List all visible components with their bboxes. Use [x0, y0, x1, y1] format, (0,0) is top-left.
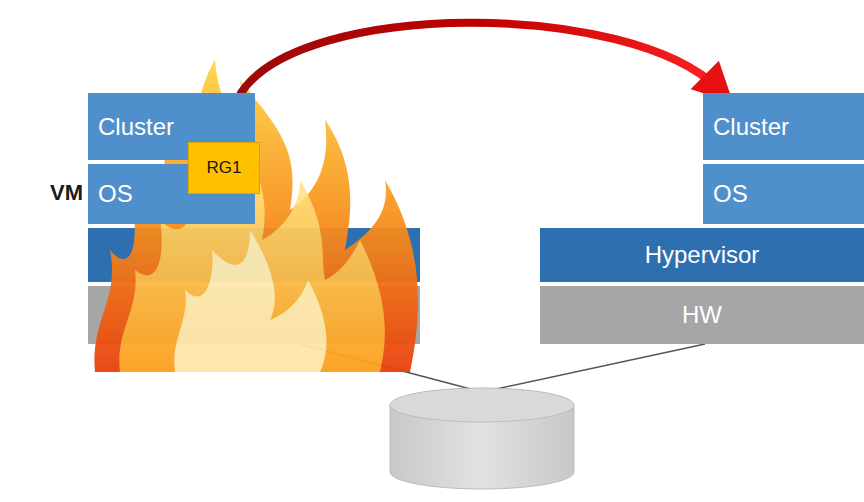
layer-name: Cluster [713, 113, 789, 141]
resource-group: RG1 [188, 142, 260, 194]
layer-name: RG1 [207, 158, 242, 178]
os-layer: OS [703, 164, 864, 224]
vm-label: VM [50, 180, 83, 206]
failover-arrow [241, 23, 719, 93]
layer-name: Cluster [98, 113, 174, 141]
storage-wire [482, 344, 705, 392]
hypervisor-layer: Hypervisor [540, 228, 864, 282]
layer-name: Hypervisor [645, 241, 760, 269]
shared-disk [390, 388, 574, 489]
cluster-layer: Cluster [703, 93, 864, 160]
layer-name: OS [98, 180, 133, 208]
layer-name: HW [682, 301, 722, 329]
hardware-layer: HW [540, 286, 864, 344]
layer-name: OS [713, 180, 748, 208]
